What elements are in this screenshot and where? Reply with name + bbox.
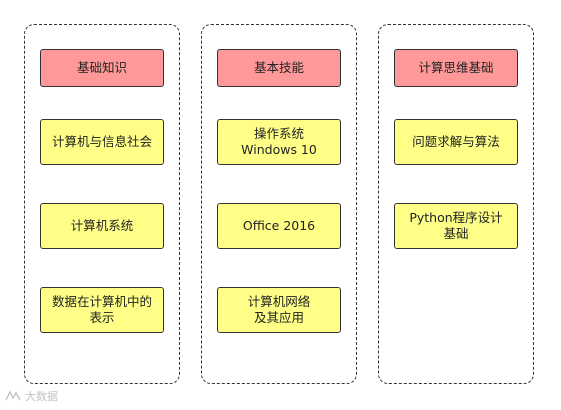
- column-computational-thinking: 计算思维基础 问题求解与算法 Python程序设计 基础: [378, 24, 534, 384]
- header-computational-thinking: 计算思维基础: [394, 49, 518, 87]
- watermark-logo-icon: [4, 390, 22, 402]
- item-problem-solving: 问题求解与算法: [394, 119, 518, 165]
- watermark-text: 大数据: [25, 390, 58, 403]
- column-basic-skills: 基本技能 操作系统 Windows 10 Office 2016 计算机网络 及…: [201, 24, 357, 384]
- item-office: Office 2016: [217, 203, 341, 249]
- item-computer-system: 计算机系统: [40, 203, 164, 249]
- item-computer-network: 计算机网络 及其应用: [217, 287, 341, 333]
- column-basic-knowledge: 基础知识 计算机与信息社会 计算机系统 数据在计算机中的 表示: [24, 24, 180, 384]
- item-operating-system: 操作系统 Windows 10: [217, 119, 341, 165]
- item-computer-and-info-society: 计算机与信息社会: [40, 119, 164, 165]
- item-data-representation: 数据在计算机中的 表示: [40, 287, 164, 333]
- item-python-programming: Python程序设计 基础: [394, 203, 518, 249]
- header-basic-skills: 基本技能: [217, 49, 341, 87]
- watermark: 大数据: [4, 388, 58, 404]
- header-basic-knowledge: 基础知识: [40, 49, 164, 87]
